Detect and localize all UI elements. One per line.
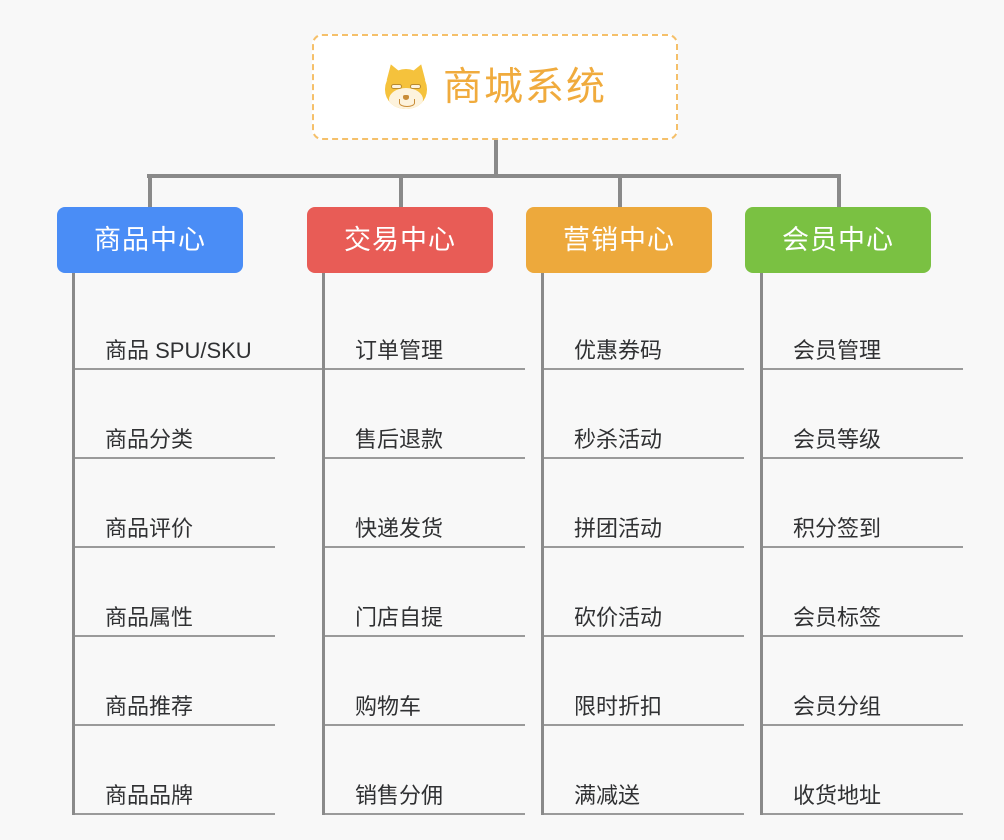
leaf-label: 快递发货 <box>355 515 444 541</box>
column-marketing-center: 营销中心优惠券码秒杀活动拼团活动砍价活动限时折扣满减送 <box>526 207 744 815</box>
leaf-item[interactable]: 会员分组 <box>763 637 963 726</box>
leaf-item[interactable]: 会员等级 <box>763 370 963 459</box>
leaf-item[interactable]: 会员标签 <box>763 548 963 637</box>
root-title: 商城系统 <box>442 65 607 109</box>
category-box-product-center[interactable]: 商品中心 <box>57 207 243 273</box>
leaf-label: 商品 SPU/SKU <box>105 337 252 363</box>
leaf-label: 秒杀活动 <box>574 426 663 452</box>
category-label-trade-center: 交易中心 <box>344 224 456 255</box>
leaf-item[interactable]: 购物车 <box>325 637 525 726</box>
leaf-label: 会员管理 <box>793 337 882 363</box>
category-box-marketing-center[interactable]: 营销中心 <box>526 207 712 273</box>
leaf-label: 购物车 <box>355 693 422 719</box>
leaf-label: 商品评价 <box>105 515 194 541</box>
leaf-label: 订单管理 <box>355 337 444 363</box>
shiba-inu-face-icon <box>382 61 430 110</box>
leaf-item[interactable]: 商品属性 <box>75 548 275 637</box>
leaf-label: 商品品牌 <box>105 782 194 808</box>
leaf-item[interactable]: 满减送 <box>544 726 744 815</box>
leaf-stack-member-center: 会员管理会员等级积分签到会员标签会员分组收货地址 <box>760 273 963 815</box>
leaf-label: 优惠券码 <box>574 337 663 363</box>
leaf-label: 会员等级 <box>793 426 882 452</box>
leaf-item[interactable]: 会员管理 <box>763 281 963 370</box>
leaf-item[interactable]: 砍价活动 <box>544 548 744 637</box>
connector-horizontal-bus <box>147 174 840 178</box>
connector-root-vertical <box>494 140 498 176</box>
root-node[interactable]: 商城系统 <box>312 34 678 140</box>
connector-drop-marketing-center <box>618 174 622 208</box>
leaf-item[interactable]: 快递发货 <box>325 459 525 548</box>
leaf-item[interactable]: 售后退款 <box>325 370 525 459</box>
connector-drop-trade-center <box>399 174 403 208</box>
leaf-label: 售后退款 <box>355 426 444 452</box>
leaf-label: 积分签到 <box>793 515 882 541</box>
leaf-item[interactable]: 收货地址 <box>763 726 963 815</box>
leaf-item[interactable]: 优惠券码 <box>544 281 744 370</box>
leaf-item[interactable]: 积分签到 <box>763 459 963 548</box>
connector-drop-product-center <box>148 174 152 208</box>
leaf-label: 商品属性 <box>105 604 194 630</box>
leaf-item[interactable]: 限时折扣 <box>544 637 744 726</box>
leaf-label: 限时折扣 <box>574 693 663 719</box>
category-label-member-center: 会员中心 <box>782 224 894 255</box>
leaf-label: 会员分组 <box>793 693 882 719</box>
category-box-trade-center[interactable]: 交易中心 <box>307 207 493 273</box>
leaf-stack-product-center: 商品 SPU/SKU 商品分类商品评价商品属性商品推荐商品品牌 <box>72 273 337 815</box>
category-box-member-center[interactable]: 会员中心 <box>745 207 931 273</box>
leaf-label: 商品分类 <box>105 426 194 452</box>
column-product-center: 商品中心商品 SPU/SKU 商品分类商品评价商品属性商品推荐商品品牌 <box>57 207 337 815</box>
leaf-item[interactable]: 销售分佣 <box>325 726 525 815</box>
leaf-item[interactable]: 商品推荐 <box>75 637 275 726</box>
leaf-label: 收货地址 <box>793 782 882 808</box>
leaf-item[interactable]: 商品 SPU/SKU <box>75 281 337 370</box>
leaf-label: 砍价活动 <box>574 604 663 630</box>
leaf-item[interactable]: 门店自提 <box>325 548 525 637</box>
category-label-product-center: 商品中心 <box>94 224 206 255</box>
leaf-item[interactable]: 拼团活动 <box>544 459 744 548</box>
leaf-label: 销售分佣 <box>355 782 444 808</box>
leaf-item[interactable]: 秒杀活动 <box>544 370 744 459</box>
leaf-stack-trade-center: 订单管理售后退款快递发货门店自提购物车销售分佣 <box>322 273 525 815</box>
leaf-item[interactable]: 商品分类 <box>75 370 275 459</box>
leaf-item[interactable]: 订单管理 <box>325 281 525 370</box>
leaf-stack-marketing-center: 优惠券码秒杀活动拼团活动砍价活动限时折扣满减送 <box>541 273 744 815</box>
leaf-item[interactable]: 商品评价 <box>75 459 275 548</box>
leaf-item[interactable]: 商品品牌 <box>75 726 275 815</box>
column-member-center: 会员中心会员管理会员等级积分签到会员标签会员分组收货地址 <box>745 207 963 815</box>
column-trade-center: 交易中心订单管理售后退款快递发货门店自提购物车销售分佣 <box>307 207 525 815</box>
leaf-label: 拼团活动 <box>574 515 663 541</box>
leaf-label: 商品推荐 <box>105 693 194 719</box>
connector-drop-member-center <box>837 174 841 208</box>
category-label-marketing-center: 营销中心 <box>563 224 675 255</box>
leaf-label: 门店自提 <box>355 604 444 630</box>
leaf-label: 满减送 <box>574 782 641 808</box>
leaf-label: 会员标签 <box>793 604 882 630</box>
